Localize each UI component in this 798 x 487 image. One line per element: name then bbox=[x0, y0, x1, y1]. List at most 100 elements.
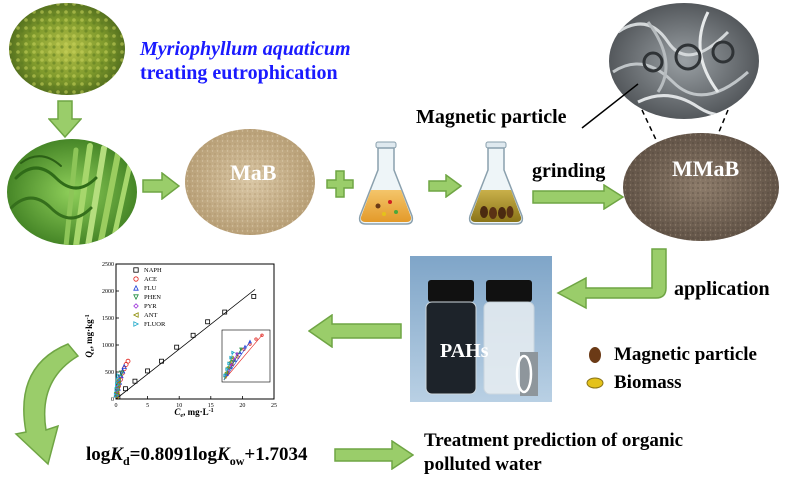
right-arrow-icon bbox=[142, 172, 180, 200]
data-point bbox=[254, 337, 258, 341]
data-point bbox=[115, 377, 122, 383]
data-point bbox=[225, 367, 230, 371]
bent-arrow-icon bbox=[556, 248, 667, 310]
data-point bbox=[251, 294, 257, 299]
data-point bbox=[239, 347, 243, 352]
data-point bbox=[113, 392, 120, 398]
plus-icon bbox=[326, 170, 354, 198]
data-point bbox=[243, 344, 247, 349]
application-label: application bbox=[674, 278, 770, 300]
pahs-label: PAHs bbox=[440, 340, 489, 362]
pointer-line bbox=[581, 83, 639, 129]
data-point bbox=[133, 276, 139, 282]
data-point bbox=[132, 312, 139, 318]
data-point bbox=[223, 373, 228, 378]
data-point bbox=[115, 382, 121, 388]
data-point bbox=[260, 333, 264, 337]
data-point bbox=[227, 361, 232, 366]
data-point bbox=[132, 378, 138, 384]
x-axis-label: Ce, mg·L-1 bbox=[174, 407, 213, 418]
legend-entry: ANT bbox=[144, 312, 157, 319]
data-point bbox=[113, 393, 119, 399]
fit-line bbox=[115, 289, 256, 400]
data-point bbox=[231, 359, 235, 364]
data-point bbox=[145, 368, 150, 374]
legend-entry: ACE bbox=[144, 276, 157, 283]
down-arrow-icon bbox=[48, 100, 82, 138]
data-point bbox=[159, 358, 164, 364]
flask-magnetic-icon bbox=[468, 141, 524, 225]
outcome-line-1: Treatment prediction of organic bbox=[424, 430, 684, 451]
flask-suspension-icon bbox=[358, 141, 414, 225]
eq-sub1: d bbox=[122, 453, 130, 468]
y-tick-label: 0 bbox=[111, 397, 114, 403]
mab-powder-photo bbox=[185, 129, 315, 235]
outcome-line-2: polluted water bbox=[424, 454, 542, 475]
x-tick-label: 25 bbox=[271, 403, 277, 409]
eq-tail: +1.7034 bbox=[244, 444, 308, 465]
data-point bbox=[133, 321, 140, 327]
y-tick-label: 1500 bbox=[102, 316, 114, 322]
curved-arrow-icon bbox=[14, 343, 80, 466]
eq-sub2: ow bbox=[229, 453, 245, 468]
data-point bbox=[118, 370, 125, 376]
y-tick-label: 2500 bbox=[102, 262, 114, 268]
legend-label: Biomass bbox=[614, 372, 682, 393]
x-tick-label: 0 bbox=[115, 403, 118, 409]
right-arrow-icon bbox=[334, 440, 414, 470]
inset-chart bbox=[221, 329, 271, 383]
data-point bbox=[229, 355, 234, 360]
data-point bbox=[116, 373, 122, 379]
vials-photo bbox=[410, 256, 552, 402]
purpose-title: treating eutrophication bbox=[140, 62, 338, 84]
eq-k2: K bbox=[217, 444, 230, 465]
data-point bbox=[123, 386, 128, 392]
plant-photo bbox=[9, 3, 125, 95]
x-tick-label: 10 bbox=[176, 403, 182, 409]
data-point bbox=[114, 387, 120, 393]
y-tick-label: 2000 bbox=[102, 289, 114, 295]
eq-lead: log bbox=[86, 444, 111, 465]
x-tick-label: 20 bbox=[239, 403, 245, 409]
legend-label: Magnetic particle bbox=[614, 344, 757, 365]
data-point bbox=[231, 350, 236, 355]
data-point bbox=[125, 358, 131, 364]
magnetic-particle-label: Magnetic particle bbox=[416, 106, 567, 128]
data-point bbox=[235, 351, 239, 356]
magnetic-particle-icon bbox=[589, 347, 601, 363]
x-tick-label: 5 bbox=[146, 403, 149, 409]
biomass-icon bbox=[586, 377, 604, 389]
legend-entry: PYR bbox=[144, 303, 157, 310]
data-point bbox=[121, 363, 127, 369]
data-point bbox=[117, 374, 123, 380]
left-arrow-icon bbox=[308, 314, 402, 348]
stems-photo bbox=[7, 139, 137, 245]
eq-middle: =0.8091log bbox=[129, 444, 218, 465]
right-arrow-icon bbox=[532, 184, 624, 210]
y-axis-label: Qe, mg·kg-1 bbox=[84, 314, 96, 357]
legend-entry: NAPH bbox=[144, 267, 162, 274]
data-point bbox=[205, 319, 211, 325]
data-point bbox=[229, 362, 233, 367]
data-point bbox=[133, 284, 139, 291]
data-point bbox=[222, 309, 228, 315]
data-point bbox=[133, 303, 139, 309]
equation: logKd=0.8091logKow+1.7034 bbox=[86, 444, 307, 469]
mmab-powder-photo bbox=[623, 133, 779, 241]
inset-fit-line bbox=[223, 335, 263, 381]
data-point bbox=[190, 332, 196, 338]
data-point bbox=[174, 344, 180, 350]
right-arrow-icon bbox=[428, 174, 462, 198]
mmab-label: MMaB bbox=[672, 156, 740, 181]
data-point bbox=[115, 381, 121, 387]
sem-image bbox=[609, 3, 759, 119]
legend-entry: FLU bbox=[144, 285, 157, 292]
y-tick-label: 1000 bbox=[102, 343, 114, 349]
data-point bbox=[248, 339, 252, 344]
data-point bbox=[133, 267, 139, 273]
mab-label: MaB bbox=[230, 160, 277, 185]
species-title: Myriophyllum aquaticum bbox=[140, 38, 351, 60]
grinding-label: grinding bbox=[532, 160, 606, 182]
data-point bbox=[133, 294, 139, 301]
